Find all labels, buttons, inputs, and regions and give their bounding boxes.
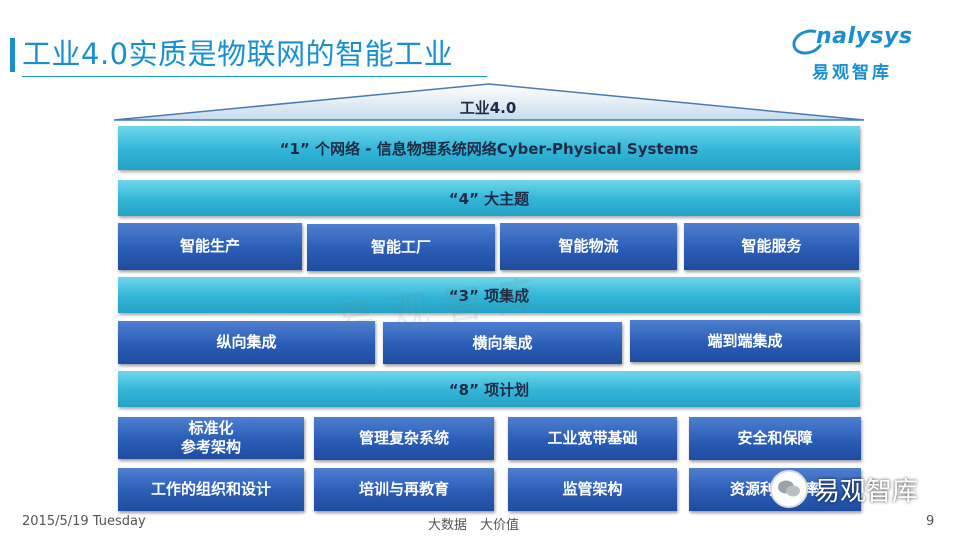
integration-box: 端到端集成 [630,320,860,362]
page-number: 9 [926,514,935,529]
footer-date: 2015/5/19 Tuesday [22,514,146,529]
logo-cn-text: 易观智库 [812,63,892,83]
wechat-overlay: 易观智库 [770,470,918,508]
wechat-icon [770,470,808,508]
plan-box: 安全和保障 [689,417,861,460]
page-title: 工业4.0实质是物联网的智能工业 [22,37,454,71]
plan-box: 工业宽带基础 [508,417,677,460]
integration-box: 纵向集成 [118,321,375,364]
plan-box: 管理复杂系统 [314,417,494,460]
band-integrations: “3” 项集成 [118,277,860,313]
wechat-label: 易观智库 [814,476,919,507]
integration-box: 横向集成 [383,322,622,364]
title-accent-bar [10,38,15,72]
plan-box: 监管架构 [508,468,677,511]
band-themes: “4” 大主题 [118,180,860,216]
band-plans: “8” 项计划 [118,371,860,407]
theme-box: 智能生产 [118,223,302,270]
title-underline [22,76,487,77]
analysys-logo: nalysys 易观智库 [788,24,932,88]
logo-text: nalysys [816,24,913,49]
footer-slogan: 大数据 大价值 [428,518,520,533]
theme-box: 智能服务 [684,223,859,270]
band-network: “1” 个网络 - 信息物理系统网络Cyber-Physical Systems [118,126,860,170]
plan-box: 标准化 参考架构 [118,417,304,459]
theme-box: 智能工厂 [307,224,495,271]
theme-box: 智能物流 [500,223,677,270]
roof-triangle [114,83,864,121]
roof-label: 工业4.0 [459,99,517,117]
plan-box: 工作的组织和设计 [118,468,304,511]
plan-box: 培训与再教育 [314,468,494,511]
